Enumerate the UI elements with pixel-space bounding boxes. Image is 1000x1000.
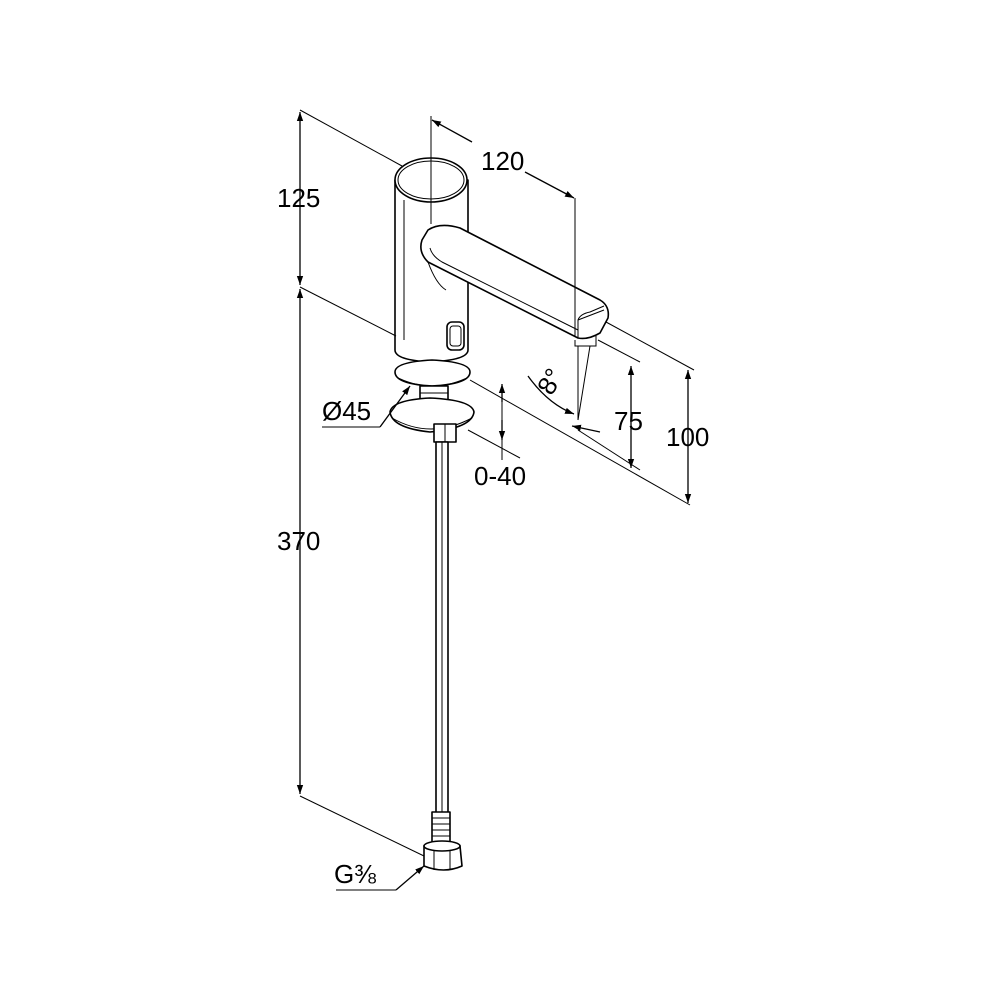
- faucet-body: [389, 157, 610, 871]
- base-flange: [389, 397, 475, 433]
- dim-angle: [527, 345, 601, 433]
- dim-diameter: [322, 385, 411, 428]
- dim-120: [430, 116, 576, 336]
- dim-label-0-40: 0-40: [474, 461, 526, 491]
- spout: [420, 224, 610, 340]
- dim-label-connection: G⅜: [334, 859, 376, 889]
- dim-370: [296, 289, 425, 857]
- dim-0-40: [467, 379, 691, 506]
- dim-label-100: 100: [666, 422, 709, 452]
- aerator: [574, 336, 597, 347]
- dim-label-75: 75: [614, 406, 643, 436]
- dim-label-diameter: Ø45: [322, 396, 371, 426]
- dim-label-370: 370: [277, 526, 320, 556]
- hose-fitting: [423, 811, 463, 871]
- dim-label-angle: 8°: [531, 363, 569, 400]
- sensor-window: [446, 321, 465, 351]
- dim-label-125: 125: [277, 183, 320, 213]
- dim-100: [605, 321, 695, 503]
- dim-125: [296, 109, 403, 337]
- dim-75: [577, 339, 641, 471]
- dim-label-120: 120: [481, 146, 524, 176]
- dim-connection: [336, 865, 425, 891]
- base-ring-upper: [394, 359, 471, 387]
